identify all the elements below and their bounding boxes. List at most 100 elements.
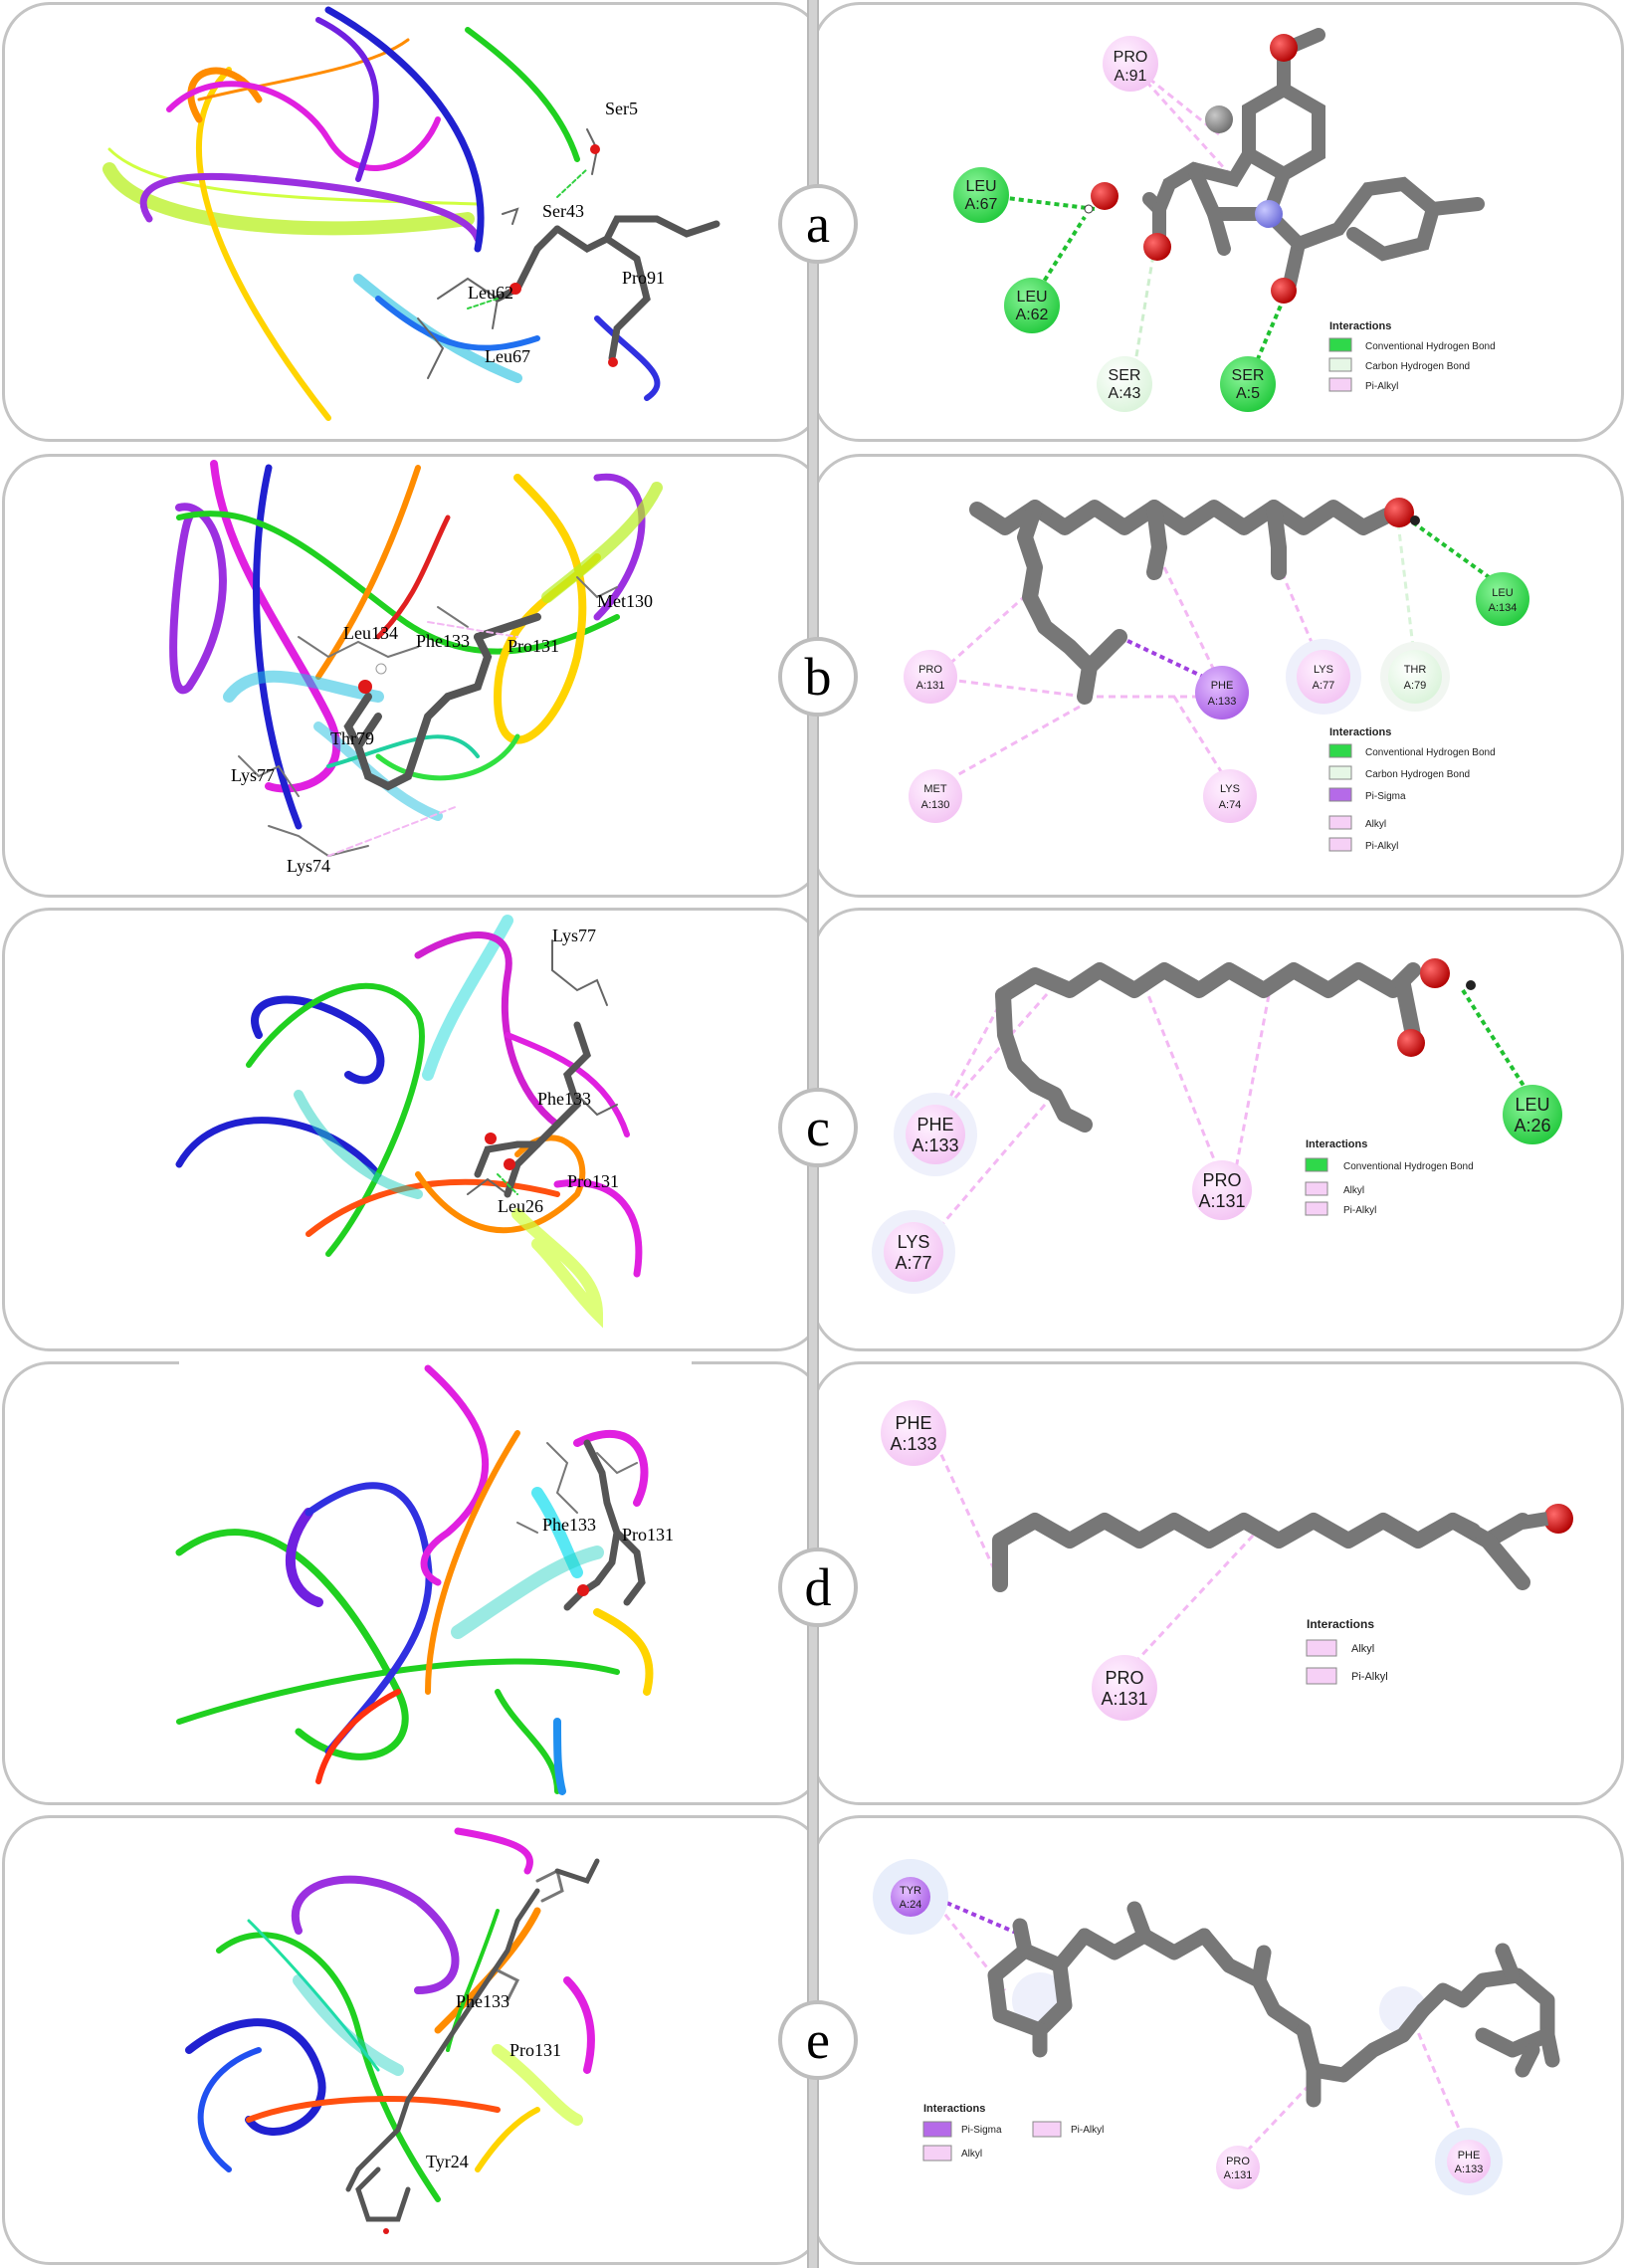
svg-text:SER: SER bbox=[1232, 367, 1265, 384]
svg-text:A:133: A:133 bbox=[1455, 2164, 1484, 2175]
svg-text:A:134: A:134 bbox=[1489, 602, 1518, 614]
bubble-phe-a133: PHE A:133 bbox=[894, 1093, 977, 1176]
residue-label-3d: Leu67 bbox=[485, 346, 530, 366]
residue-label-3d: Pro131 bbox=[509, 2040, 561, 2060]
svg-text:PHE: PHE bbox=[1211, 680, 1234, 692]
svg-text:LYS: LYS bbox=[1220, 783, 1240, 795]
svg-text:LYS: LYS bbox=[898, 1232, 930, 1252]
svg-text:PHE: PHE bbox=[895, 1413, 931, 1433]
residue-label-3d: Phe133 bbox=[542, 1515, 596, 1535]
svg-text:PRO: PRO bbox=[918, 664, 942, 676]
svg-text:A:131: A:131 bbox=[1224, 2169, 1253, 2181]
panel-e-3d-view bbox=[185, 1827, 600, 2234]
svg-text:A:62: A:62 bbox=[1016, 307, 1049, 323]
svg-text:PRO: PRO bbox=[1202, 1170, 1241, 1190]
svg-text:MET: MET bbox=[923, 783, 947, 795]
svg-text:A:77: A:77 bbox=[1313, 680, 1335, 692]
bubble-pro-a131: PRO A:131 bbox=[1216, 2146, 1260, 2189]
residue-label-3d: Pro91 bbox=[622, 268, 665, 288]
residue-label-3d: Leu62 bbox=[468, 283, 513, 303]
svg-text:A:91: A:91 bbox=[1115, 68, 1147, 85]
bubble-ser-a5: SER A:5 bbox=[1220, 356, 1276, 412]
bubble-leu-a26: LEU A:26 bbox=[1503, 1085, 1562, 1144]
svg-text:A:130: A:130 bbox=[921, 799, 950, 811]
bubble-leu-a67: LEU A:67 bbox=[953, 167, 1009, 223]
residue-label-3d: Tyr24 bbox=[426, 2152, 469, 2171]
svg-text:A:133: A:133 bbox=[890, 1434, 936, 1454]
panel-b-left bbox=[2, 454, 824, 898]
bubble-lys-a77: LYS A:77 bbox=[1286, 639, 1361, 715]
svg-text:Conventional Hydrogen Bond: Conventional Hydrogen Bond bbox=[1365, 747, 1496, 758]
panel-b-3d-view bbox=[169, 460, 663, 858]
svg-text:LEU: LEU bbox=[1492, 587, 1513, 599]
legend-e: Interactions Pi-Sigma Pi-Alkyl Alkyl bbox=[922, 2103, 1104, 2162]
svg-text:Interactions: Interactions bbox=[1329, 320, 1391, 332]
panel-a-2d-diagram bbox=[982, 28, 1485, 369]
bubble-lys-a77: LYS A:77 bbox=[872, 1210, 955, 1294]
svg-text:Interactions: Interactions bbox=[1306, 1138, 1367, 1150]
svg-text:A:74: A:74 bbox=[1219, 799, 1242, 811]
svg-text:Interactions: Interactions bbox=[1329, 726, 1391, 738]
panel-c-left bbox=[2, 908, 824, 1351]
svg-text:THR: THR bbox=[1404, 664, 1427, 676]
panel-label-b: b bbox=[778, 637, 858, 717]
svg-text:A:131: A:131 bbox=[1198, 1191, 1245, 1211]
svg-text:TYR: TYR bbox=[900, 1885, 921, 1897]
residue-label-3d: Ser5 bbox=[605, 99, 638, 118]
legend-b: Interactions Conventional Hydrogen Bond … bbox=[1328, 726, 1496, 852]
svg-text:A:131: A:131 bbox=[1101, 1689, 1147, 1709]
bubble-met-a130: MET A:130 bbox=[909, 769, 962, 823]
bubble-thr-a79: THR A:79 bbox=[1380, 642, 1450, 712]
svg-text:A:67: A:67 bbox=[965, 196, 998, 213]
svg-text:A:131: A:131 bbox=[916, 680, 945, 692]
svg-text:PRO: PRO bbox=[1105, 1668, 1143, 1688]
residue-label-3d: Phe133 bbox=[537, 1089, 591, 1109]
svg-text:PRO: PRO bbox=[1114, 49, 1148, 66]
svg-text:A:133: A:133 bbox=[912, 1135, 958, 1155]
svg-text:Pi-Alkyl: Pi-Alkyl bbox=[1351, 1671, 1388, 1683]
residue-label-3d: Lys74 bbox=[287, 856, 330, 876]
svg-text:Pi-Sigma: Pi-Sigma bbox=[961, 2125, 1002, 2136]
svg-text:A:26: A:26 bbox=[1514, 1116, 1550, 1135]
panel-c-3d-view bbox=[175, 915, 643, 1329]
svg-text:LYS: LYS bbox=[1314, 664, 1333, 676]
residue-label-3d: Leu26 bbox=[498, 1196, 543, 1216]
panel-d-left bbox=[2, 1361, 824, 1805]
bubble-pro-a131: PRO A:131 bbox=[1192, 1160, 1252, 1220]
panel-d-3d-view bbox=[175, 1364, 654, 1795]
svg-text:Alkyl: Alkyl bbox=[961, 2149, 982, 2160]
svg-text:Carbon Hydrogen Bond: Carbon Hydrogen Bond bbox=[1365, 361, 1470, 372]
legend-d: Interactions Alkyl Pi-Alkyl bbox=[1306, 1617, 1388, 1685]
svg-text:Conventional Hydrogen Bond: Conventional Hydrogen Bond bbox=[1365, 341, 1496, 352]
residue-label-3d: Pro131 bbox=[508, 636, 559, 656]
panel-label-a: a bbox=[778, 184, 858, 264]
svg-text:Pi-Sigma: Pi-Sigma bbox=[1365, 791, 1406, 802]
bubble-pro-a131: PRO A:131 bbox=[904, 650, 957, 704]
panel-b-2d-diagram bbox=[924, 498, 1505, 778]
legend-c: Interactions Conventional Hydrogen Bond … bbox=[1305, 1138, 1474, 1216]
bubble-leu-a62: LEU A:62 bbox=[1004, 278, 1060, 333]
bubble-ser-a43: SER A:43 bbox=[1097, 356, 1152, 412]
residue-label-3d: Pro131 bbox=[567, 1171, 619, 1191]
svg-text:A:133: A:133 bbox=[1208, 696, 1237, 708]
legend-a: Interactions Conventional Hydrogen Bond … bbox=[1328, 320, 1496, 392]
panel-c-2d-diagram bbox=[923, 958, 1534, 1245]
bubble-tyr-a24: TYR A:24 bbox=[873, 1859, 948, 1935]
panel-a-3d-view bbox=[102, 6, 720, 421]
panel-e-left bbox=[2, 1815, 824, 2265]
panel-d-2d-diagram bbox=[929, 1432, 1573, 1674]
svg-text:A:43: A:43 bbox=[1109, 385, 1141, 402]
panel-e-2d-diagram bbox=[928, 1894, 1560, 2162]
panel-label-d: d bbox=[778, 1547, 858, 1627]
residue-label-3d: Lys77 bbox=[231, 765, 275, 785]
residue-label-3d: Pro131 bbox=[622, 1525, 674, 1545]
bubble-pro-a91: PRO A:91 bbox=[1103, 36, 1158, 92]
bubble-phe-a133: PHE A:133 bbox=[881, 1400, 946, 1466]
svg-text:A:5: A:5 bbox=[1236, 385, 1260, 402]
panel-label-c: c bbox=[778, 1088, 858, 1167]
svg-text:Pi-Alkyl: Pi-Alkyl bbox=[1343, 1205, 1376, 1216]
residue-label-3d: Met130 bbox=[597, 591, 653, 611]
svg-text:A:77: A:77 bbox=[895, 1253, 931, 1273]
svg-text:Conventional Hydrogen Bond: Conventional Hydrogen Bond bbox=[1343, 1161, 1474, 1172]
